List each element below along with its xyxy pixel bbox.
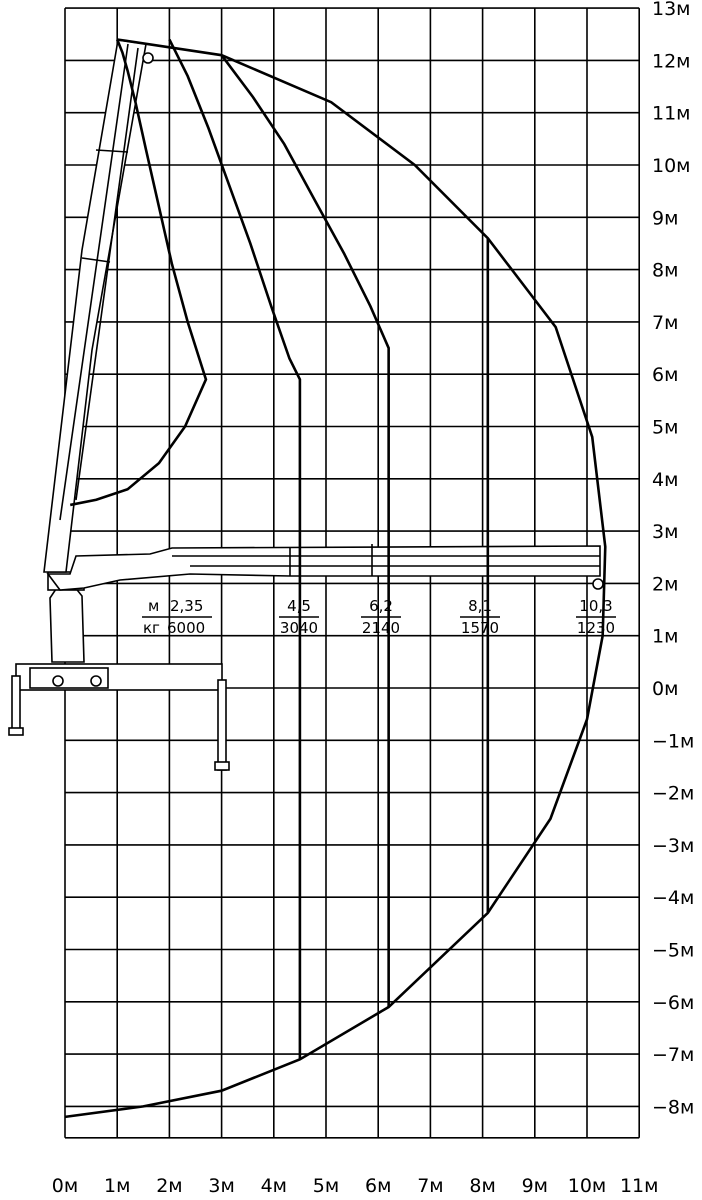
crane-main-boom <box>46 545 601 591</box>
load-unit: кг <box>143 619 160 637</box>
crane-hook <box>592 578 604 590</box>
load-value: 6000 <box>167 619 205 637</box>
load-curves <box>64 38 607 1119</box>
crane-jib-line-3 <box>95 149 129 153</box>
load-curve-1 <box>69 38 208 507</box>
load-value: 1570 <box>461 619 499 637</box>
crane-base-wheel-2 <box>90 675 102 687</box>
y-tick-label: 1м <box>652 626 678 648</box>
y-tick-label: −2м <box>652 783 694 805</box>
load-curve-3 <box>220 54 390 1008</box>
crane-left-foot <box>8 727 24 736</box>
y-tick-label: −3м <box>652 835 694 857</box>
x-tick-label: 3м <box>208 1175 234 1197</box>
y-tick-label: −5м <box>652 940 694 962</box>
x-tick-label: 11м <box>620 1175 659 1197</box>
crane-drawing <box>8 39 604 771</box>
y-tick-label: 3м <box>652 521 678 543</box>
crane-jib-tip <box>142 52 154 64</box>
x-tick-label: 2м <box>156 1175 182 1197</box>
y-tick-label: −7м <box>652 1044 694 1066</box>
crane-right-foot <box>214 761 230 771</box>
crane-right-leg <box>217 679 227 771</box>
crane-column <box>49 585 85 663</box>
x-tick-label: 10м <box>568 1175 607 1197</box>
y-tick-label: 0м <box>652 678 678 700</box>
reach-value: 8,1 <box>468 597 492 615</box>
crane-jib-line <box>59 43 129 521</box>
y-tick-label: 6м <box>652 364 678 386</box>
y-tick-label: 7м <box>652 312 678 334</box>
y-tick-label: −6м <box>652 992 694 1014</box>
y-tick-label: 4м <box>652 469 678 491</box>
x-tick-label: 4м <box>261 1175 287 1197</box>
load-label-3: 6,2 2140 <box>361 597 401 637</box>
crane-left-leg <box>11 675 21 733</box>
crane-base-wheel <box>52 675 64 687</box>
reach-value: 6,2 <box>369 597 393 615</box>
crane-raised-jib <box>43 39 147 573</box>
load-labels: м 2,35 кг 6000 4,5 3040 6,2 2140 8,1 1570 10,3 1230 <box>142 597 616 637</box>
crane-jib-line-2 <box>75 47 139 501</box>
y-tick-label: 10м <box>652 155 691 177</box>
y-tick-label: −1м <box>652 730 694 752</box>
y-tick-label: 8м <box>652 260 678 282</box>
load-curve-2 <box>168 38 302 1060</box>
load-label-4: 8,1 1570 <box>460 597 500 637</box>
y-tick-label: 13м <box>652 0 691 20</box>
axis-ticks: 0м 1м 2м 3м 4м 5м 6м 7м 8м 9м 10м 11м 13м 12м 11м 10м 9м… <box>52 0 695 1197</box>
crane-jib-line-4 <box>81 257 111 263</box>
load-label-2: 4,5 3040 <box>279 597 319 637</box>
y-tick-label: −4м <box>652 887 694 909</box>
y-tick-label: 5м <box>652 417 678 439</box>
reach-value: 2,35 <box>170 597 203 615</box>
x-tick-label: 6м <box>365 1175 391 1197</box>
x-tick-label: 0м <box>52 1175 78 1197</box>
y-tick-label: 12м <box>652 50 691 72</box>
y-tick-label: 9м <box>652 207 678 229</box>
reach-unit: м <box>148 597 159 615</box>
load-curve-5 <box>64 38 607 1119</box>
x-tick-label: 1м <box>104 1175 130 1197</box>
x-tick-label: 8м <box>469 1175 495 1197</box>
x-tick-label: 5м <box>313 1175 339 1197</box>
load-value: 2140 <box>362 619 400 637</box>
crane-base-block <box>29 667 109 689</box>
load-label-1: м 2,35 кг 6000 <box>142 597 212 637</box>
y-tick-label: 11м <box>652 103 691 125</box>
load-label-5: 10,3 1230 <box>576 597 616 637</box>
x-tick-label: 9м <box>522 1175 548 1197</box>
reach-value: 4,5 <box>287 597 311 615</box>
load-value: 3040 <box>280 619 318 637</box>
load-value: 1230 <box>577 619 615 637</box>
reach-value: 10,3 <box>579 597 612 615</box>
y-tick-label: 2м <box>652 573 678 595</box>
x-tick-label: 7м <box>417 1175 443 1197</box>
y-tick-label: −8м <box>652 1096 694 1118</box>
